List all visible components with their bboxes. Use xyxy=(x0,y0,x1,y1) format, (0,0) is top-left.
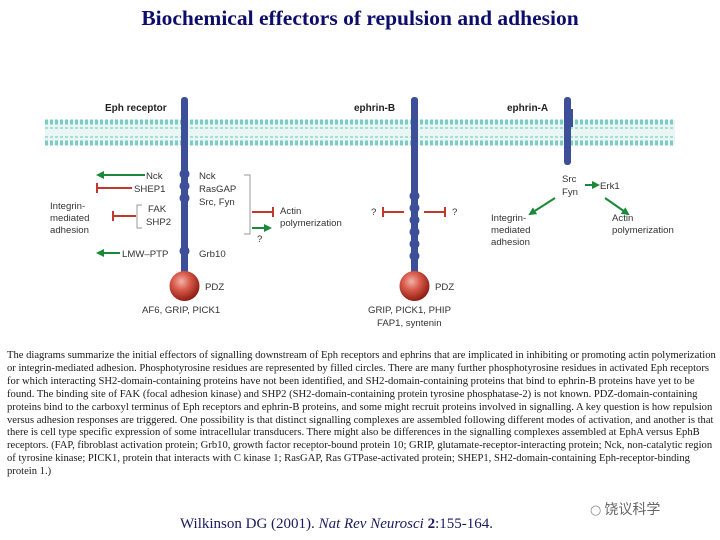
actin-arrow xyxy=(604,197,630,216)
pdz-label: PDZ xyxy=(205,282,224,293)
ephrin-a-integrin-label-1: Integrin- xyxy=(491,213,526,224)
ephrin-b-header: ephrin-B xyxy=(354,103,395,114)
eph-receptor-panel: Eph receptor PDZ AF6, GRIP, PICK1 Nck Ra… xyxy=(50,97,342,316)
src-fyn-label: Src, Fyn xyxy=(199,197,235,208)
ephrin-b-question-right: ? xyxy=(452,207,457,218)
pdz-domain xyxy=(169,271,200,301)
citation-authors: Wilkinson DG (2001). xyxy=(180,516,319,532)
fak-label: FAK xyxy=(148,204,167,215)
wechat-icon: ○ xyxy=(590,503,602,518)
ephrin-a-header: ephrin-A xyxy=(507,103,548,114)
eph-receptor-header: Eph receptor xyxy=(105,103,167,114)
cell-membrane xyxy=(45,119,675,146)
signalling-diagram: Eph receptor PDZ AF6, GRIP, PICK1 Nck Ra… xyxy=(45,97,675,329)
ephrin-b-panel: ephrin-B PDZ GRIP, PICK1, PHIP FAP1, syn… xyxy=(354,97,457,329)
shp2-label: SHP2 xyxy=(146,217,171,228)
grb10-label: Grb10 xyxy=(199,249,226,260)
ephrin-a-anchor xyxy=(564,97,571,165)
ephrin-a-actin-label-2: polymerization xyxy=(612,225,674,236)
phosphotyrosine xyxy=(409,239,420,249)
nck-left-label: Nck xyxy=(146,171,163,182)
eph-integrin-label-2: mediated xyxy=(50,213,89,224)
ephrin-a-panel: ephrin-A Src Fyn Erk1 Integrin- mediated… xyxy=(491,97,674,248)
nck-label: Nck xyxy=(199,171,216,182)
pdz-label: PDZ xyxy=(435,282,454,293)
ephrin-a-integrin-label-3: adhesion xyxy=(491,237,530,248)
citation-journal: Nat Rev Neurosci xyxy=(318,516,424,532)
eph-pdz-partners: AF6, GRIP, PICK1 xyxy=(142,305,220,316)
phosphotyrosine xyxy=(179,169,190,179)
ephrin-b-pdz-partners-1: GRIP, PICK1, PHIP xyxy=(368,305,451,316)
citation-volume: 2 xyxy=(427,516,436,532)
citation-pages: :155-164. xyxy=(435,516,493,532)
fyn-label: Fyn xyxy=(562,187,578,198)
integrin-arrow xyxy=(528,197,556,216)
ephrin-a-integrin-label-2: mediated xyxy=(491,225,530,236)
erk1-label: Erk1 xyxy=(600,181,620,192)
ephrin-a-actin-label-1: Actin xyxy=(612,213,633,224)
ephrin-a-gpi-link xyxy=(569,109,573,127)
phosphotyrosine xyxy=(179,246,190,256)
phosphotyrosine xyxy=(409,215,420,225)
rasgap-label: RasGAP xyxy=(199,184,236,195)
phosphotyrosine xyxy=(409,251,420,261)
ephrin-b-question-left: ? xyxy=(371,207,376,218)
citation: Wilkinson DG (2001). Nat Rev Neurosci 2:… xyxy=(180,516,493,533)
eph-actin-label-2: polymerization xyxy=(280,218,342,229)
watermark-text: 饶议科学 xyxy=(604,502,661,518)
shep1-label: SHEP1 xyxy=(134,184,165,195)
eph-integrin-label-1: Integrin- xyxy=(50,201,85,212)
phosphotyrosine xyxy=(409,191,420,201)
eph-actin-label-1: Actin xyxy=(280,206,301,217)
src-label: Src xyxy=(562,174,577,185)
page-title: Biochemical effectors of repulsion and a… xyxy=(141,6,579,30)
phosphotyrosine xyxy=(179,193,190,203)
eph-question-mark: ? xyxy=(257,234,262,245)
phosphotyrosine xyxy=(179,181,190,191)
fak-shp2-bracket xyxy=(136,204,142,229)
phosphotyrosine xyxy=(409,227,420,237)
src-fyn-bracket xyxy=(244,174,251,235)
lmw-ptp-label: LMW–PTP xyxy=(122,249,168,260)
pdz-domain xyxy=(399,271,430,301)
ephrin-b-pdz-partners-2: FAP1, syntenin xyxy=(377,318,442,329)
eph-integrin-label-3: adhesion xyxy=(50,225,89,236)
phosphotyrosine xyxy=(409,203,420,213)
watermark: ○饶议科学 xyxy=(590,499,660,519)
figure-caption: The diagrams summarize the initial effec… xyxy=(7,350,716,478)
